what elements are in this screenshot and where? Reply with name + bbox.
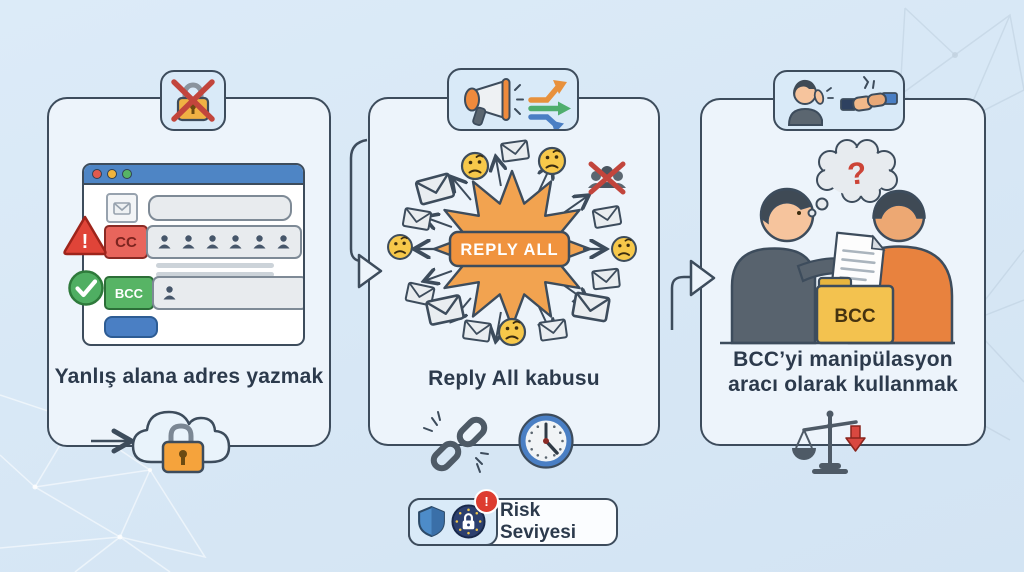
panel-wrong-field: CC BCC ! [47, 97, 331, 447]
cc-label: CC [115, 233, 137, 251]
cc-chip: CC [104, 225, 148, 259]
envelope-icon [591, 204, 623, 230]
reply-all-box [448, 230, 571, 268]
person-icon [158, 235, 171, 249]
panel-caption: Reply All kabusu [428, 367, 600, 390]
bcc-folder: BCC [815, 276, 895, 345]
bcc-label: BCC [114, 285, 144, 301]
group-blocked-icon [588, 161, 626, 195]
alert-badge-icon: ! [474, 489, 499, 514]
person-icon [277, 235, 290, 249]
window-body: CC BCC [84, 185, 303, 344]
person-icon [206, 235, 219, 249]
panel-caption: Yanlış alana adres yazmak [54, 365, 324, 388]
warning-mark: ! [82, 231, 89, 253]
thought-bubble: ? [807, 139, 898, 218]
email-window: CC BCC [82, 163, 305, 346]
risk-badge: ! Risk Seviyesi [407, 489, 618, 546]
window-dot-yellow [107, 169, 117, 179]
bcc-chip: BCC [104, 276, 154, 310]
sad-face-icon [611, 236, 637, 262]
window-titlebar [84, 165, 303, 185]
envelope-icon [106, 193, 138, 223]
person-icon [253, 235, 266, 249]
broken-chain-icon [423, 411, 489, 473]
envelope-icon [401, 206, 433, 232]
shield-icon [418, 506, 445, 537]
envelope-icon [414, 172, 456, 206]
sad-face-icon [537, 146, 567, 176]
scale-icon [792, 410, 866, 474]
down-arrow-icon [845, 425, 866, 452]
send-button [104, 316, 158, 338]
gdpr-lock-icon [451, 504, 486, 539]
window-dot-green [122, 169, 132, 179]
to-field [148, 195, 292, 221]
megaphone-arrows-icon [447, 68, 579, 131]
question-mark: ? [846, 155, 868, 192]
panel-bcc-manipulation: BCC ? BCC’yi manipülasyon aracı olarak k… [700, 98, 986, 446]
warning-icon: ! [63, 215, 107, 256]
reply-all-illustration: REPLY ALL [387, 139, 637, 347]
envelope-icon [571, 291, 611, 323]
cloud-lock-icon [91, 410, 231, 474]
person-icon [182, 235, 195, 249]
text-line [156, 272, 274, 277]
window-dot-red [92, 169, 102, 179]
whisper-handshake-icon [773, 70, 905, 131]
person-icon [229, 235, 242, 249]
envelope-icon [537, 318, 569, 342]
check-icon [68, 270, 104, 306]
sad-face-icon [460, 151, 490, 181]
broken-chain-clock [423, 411, 574, 473]
panel-caption: BCC’yi manipülasyon aracı olarak kullanm… [728, 348, 958, 396]
reply-all-label: REPLY ALL [460, 241, 558, 259]
sad-face-icon [387, 234, 413, 260]
cc-recipients-field [146, 225, 302, 259]
panel-reply-all: REPLY ALL Reply All kabusu [368, 97, 660, 446]
bcc-recipients-field [152, 276, 303, 310]
text-line [156, 263, 274, 268]
person-icon [163, 286, 176, 300]
folder-label: BCC [834, 306, 875, 327]
risk-badge-label: Risk Seviyesi [500, 500, 577, 543]
sad-face-icon [497, 317, 527, 347]
clock-icon [518, 413, 574, 469]
crossed-lock-icon [160, 70, 226, 131]
envelope-icon [461, 319, 493, 343]
envelope-icon [591, 267, 621, 291]
envelope-icon [499, 139, 531, 163]
bcc-illustration: BCC ? [720, 139, 955, 345]
